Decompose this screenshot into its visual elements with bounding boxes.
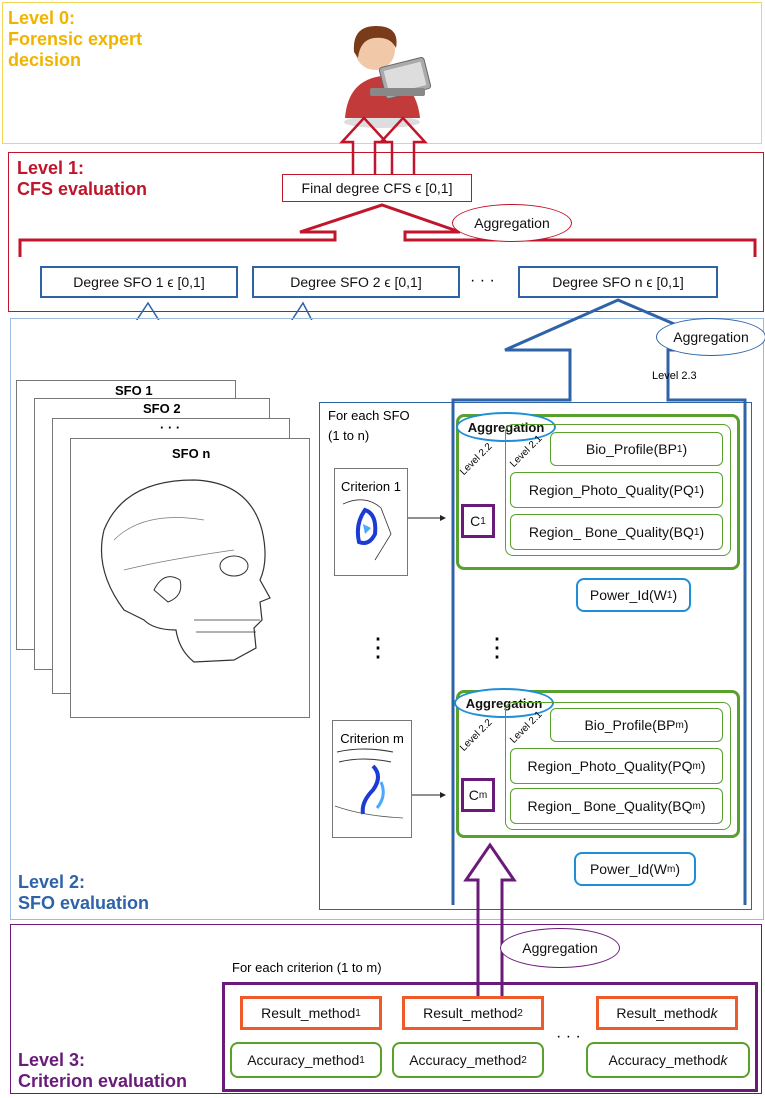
sfo1-label: SFO 1 [115, 383, 153, 398]
block1-bone-text: Region_ Bone_Quality(BQ [529, 524, 694, 540]
block1-photo-text: Region_Photo_Quality(PQ [529, 482, 694, 498]
block2-bio-end: ) [684, 717, 689, 733]
level2-aggregation-oval: Aggregation [656, 318, 765, 356]
block2-bio-text: Bio_Profile(BP [584, 717, 675, 733]
block2-c-text: C [469, 787, 479, 803]
block2-photo-end: ) [701, 758, 706, 774]
accuracy-methodk-text: Accuracy_method [608, 1052, 720, 1068]
block2-power-end: ) [675, 861, 680, 877]
for-each-criterion-label: For each criterion (1 to m) [232, 960, 382, 975]
block1-c-sub: 1 [480, 516, 486, 527]
block2-photo-text: Region_Photo_Quality(PQ [527, 758, 692, 774]
criterion1-label: Criterion 1 [335, 479, 407, 494]
blocks-vdots: ⋮ [484, 632, 510, 663]
criteria-vdots: ⋮ [365, 632, 391, 663]
result-method1-text: Result_method [261, 1005, 355, 1021]
criterionm-card: Criterion m [332, 720, 412, 838]
level23-label: Level 2.3 [652, 370, 697, 382]
block1-bio-text: Bio_Profile(BP [586, 441, 677, 457]
block2-bone-sub: m [692, 801, 700, 812]
block2-photo-sub: m [692, 761, 700, 772]
result-method1-sub: 1 [355, 1008, 361, 1019]
for-each-sfo-line1: For each SFO [328, 406, 410, 426]
result-methodk-text: Result_method [616, 1005, 710, 1021]
block2-power-box: Power_Id(Wm) [574, 852, 696, 886]
result-method2-text: Result_method [423, 1005, 517, 1021]
for-each-sfo-line2: (1 to n) [328, 426, 410, 446]
criterionm-label: Criterion m [333, 731, 411, 746]
level3-title-line2: Criterion evaluation [18, 1071, 187, 1092]
block1-photo-end: ) [699, 482, 704, 498]
accuracy-method1-sub: 1 [359, 1055, 365, 1066]
block1-c-text: C [470, 513, 480, 529]
block1-bone-end: ) [699, 524, 704, 540]
level3-ellipsis: · · · [556, 1028, 581, 1046]
accuracy-method2-sub: 2 [521, 1055, 527, 1066]
block2-power-text: Power_Id(W [590, 861, 667, 877]
block2-bio-sub: m [676, 720, 684, 731]
block1-bio-end: ) [682, 441, 687, 457]
sfon-label: SFO n [172, 446, 210, 461]
block2-bone-text: Region_ Bone_Quality(BQ [527, 798, 692, 814]
block1-power-text: Power_Id(W [590, 587, 667, 603]
sfo2-label: SFO 2 [143, 401, 181, 416]
block2-power-sub: m [667, 864, 675, 875]
accuracy-method1-box: Accuracy_method1 [230, 1042, 382, 1078]
accuracy-methodk-sub: k [721, 1052, 728, 1068]
criterionm-image [333, 746, 411, 826]
accuracy-method1-text: Accuracy_method [247, 1052, 359, 1068]
block2-bone-end: ) [701, 798, 706, 814]
for-each-sfo-label: For each SFO (1 to n) [328, 406, 410, 446]
accuracy-method2-text: Accuracy_method [409, 1052, 521, 1068]
block2-c-sub: m [479, 790, 487, 801]
sfo-dots-label: · · · [160, 420, 180, 435]
skull-sketch-icon [84, 470, 299, 680]
block1-power-end: ) [672, 587, 677, 603]
result-methodk-sub: k [711, 1005, 718, 1021]
result-method2-sub: 2 [517, 1008, 523, 1019]
criterion1-image [335, 494, 407, 564]
level3-aggregation-oval: Aggregation [500, 928, 620, 968]
criterion1-card: Criterion 1 [334, 468, 408, 576]
level3-title-line1: Level 3: [18, 1050, 187, 1071]
level3-title: Level 3: Criterion evaluation [18, 1050, 187, 1092]
